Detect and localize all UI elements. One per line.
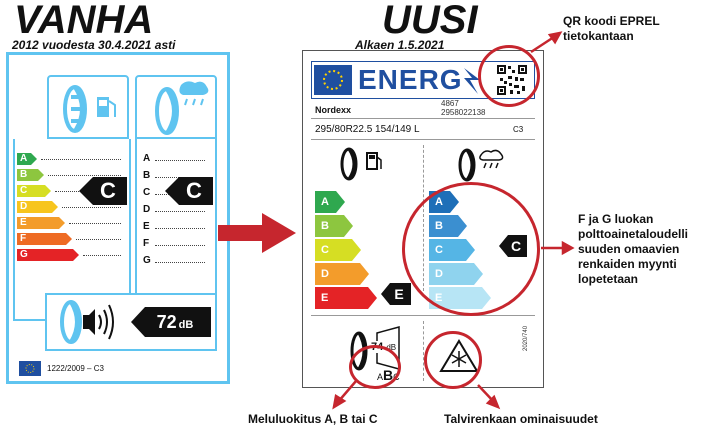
old-wet-dotted-line [155, 160, 205, 162]
noise-class-highlight-circle [349, 345, 401, 389]
qr-annotation: QR koodi EPREL tietokantaan [563, 14, 660, 44]
code-top: 4867 [441, 99, 459, 108]
old-fuel-dotted-line [48, 175, 121, 177]
old-subtitle: 2012 vuodesta 30.4.2021 asti [12, 38, 176, 52]
old-fuel-rating: C [100, 178, 116, 203]
old-wet-dotted-line [155, 245, 205, 247]
fg-annotation-line: polttoainetaloudelli [578, 227, 688, 241]
new-fuel-class-d: D [315, 263, 369, 285]
old-wet-rating-marker: C [165, 177, 213, 205]
tyre-fuel-icon [340, 147, 382, 181]
new-subtitle: Alkaen 1.5.2021 [355, 38, 445, 52]
tyre-fuel-icon [63, 85, 116, 133]
old-fuel-class-b: B [17, 169, 44, 181]
old-title: VANHA [14, 0, 154, 42]
divider [311, 139, 535, 140]
old-fuel-dotted-line [83, 255, 121, 257]
old-fuel-dotted-line [76, 239, 121, 241]
energy-bolt-icon [464, 68, 480, 98]
old-fuel-class-e: E [17, 217, 65, 229]
old-fuel-dotted-line [41, 159, 121, 161]
eu-flag-icon [19, 361, 41, 376]
tyre-rain-icon [458, 148, 504, 182]
old-fuel-class-d: D [17, 201, 58, 213]
tyre-noise-icon [60, 300, 114, 344]
product-codes: 4867 2958022138 [441, 99, 486, 117]
tyre-class: C3 [513, 125, 524, 134]
eu-flag-icon [314, 65, 352, 95]
old-wet-class-a: A [143, 153, 151, 164]
old-fuel-class-c: C [17, 185, 51, 197]
old-wet-icon-box [135, 75, 217, 139]
new-title: UUSI [382, 0, 478, 42]
divider [423, 321, 425, 381]
noise-annotation: Meluluokitus A, B tai C [248, 412, 378, 426]
old-wet-dotted-line [155, 211, 205, 213]
old-noise-value: 72 [156, 312, 177, 332]
new-fuel-class-c: C [315, 239, 361, 261]
old-noise-unit: dB [178, 319, 194, 331]
winter-annotation: Talvirenkaan ominaisuudet [444, 412, 598, 426]
wet-class-highlight-circle [402, 182, 540, 316]
fg-annotation-line: F ja G luokan [578, 212, 654, 226]
old-fuel-dotted-line [69, 223, 121, 225]
code-bottom: 2958022138 [441, 108, 486, 117]
qr-highlight-circle [478, 45, 540, 107]
fg-annotation-line: lopetetaan [578, 272, 639, 286]
fg-annotation-line: suuden omaavien [578, 242, 680, 256]
old-wet-scale [135, 139, 217, 321]
old-wet-dotted-line [155, 228, 205, 230]
old-wet-class-d: D [143, 204, 151, 215]
old-regulation: 1222/2009 – C3 [47, 364, 104, 373]
old-fuel-dotted-line [62, 207, 121, 209]
tyre-rain-icon [155, 81, 209, 135]
old-wet-dotted-line [155, 262, 205, 264]
winter-highlight-circle [424, 331, 482, 389]
qr-annotation-line: tietokantaan [563, 29, 634, 43]
new-fuel-class-a: A [315, 191, 345, 213]
old-wet-class-c: C [143, 187, 151, 198]
old-wet-class-e: E [143, 221, 150, 232]
divider [311, 118, 535, 119]
fg-annotation-line: renkaiden myynti [578, 257, 677, 271]
qr-annotation-line: QR koodi EPREL [563, 14, 660, 28]
old-wet-rating: C [186, 178, 202, 203]
new-fuel-class-e: E [315, 287, 377, 309]
divider [311, 315, 535, 316]
old-wet-class-f: F [143, 238, 150, 249]
tyre-size: 295/80R22.5 154/149 L [315, 124, 420, 135]
old-fuel-icon-box [47, 75, 129, 139]
new-fuel-rating-marker: E [381, 283, 411, 305]
old-fuel-class-g: G [17, 249, 79, 261]
old-fuel-class-f: F [17, 233, 72, 245]
fg-annotation: F ja G luokan polttoainetaloudelli suude… [578, 212, 688, 287]
new-fuel-class-b: B [315, 215, 353, 237]
new-noise-unit: dB [386, 343, 397, 352]
old-wet-class-b: B [143, 170, 151, 181]
new-fuel-rating: E [394, 286, 404, 302]
old-wet-class-g: G [143, 255, 151, 266]
brand-name: Nordexx [315, 105, 352, 115]
transition-arrow-icon [218, 213, 296, 253]
old-fuel-class-a: A [17, 153, 37, 165]
energy-logo-text: ENERG [358, 64, 463, 95]
